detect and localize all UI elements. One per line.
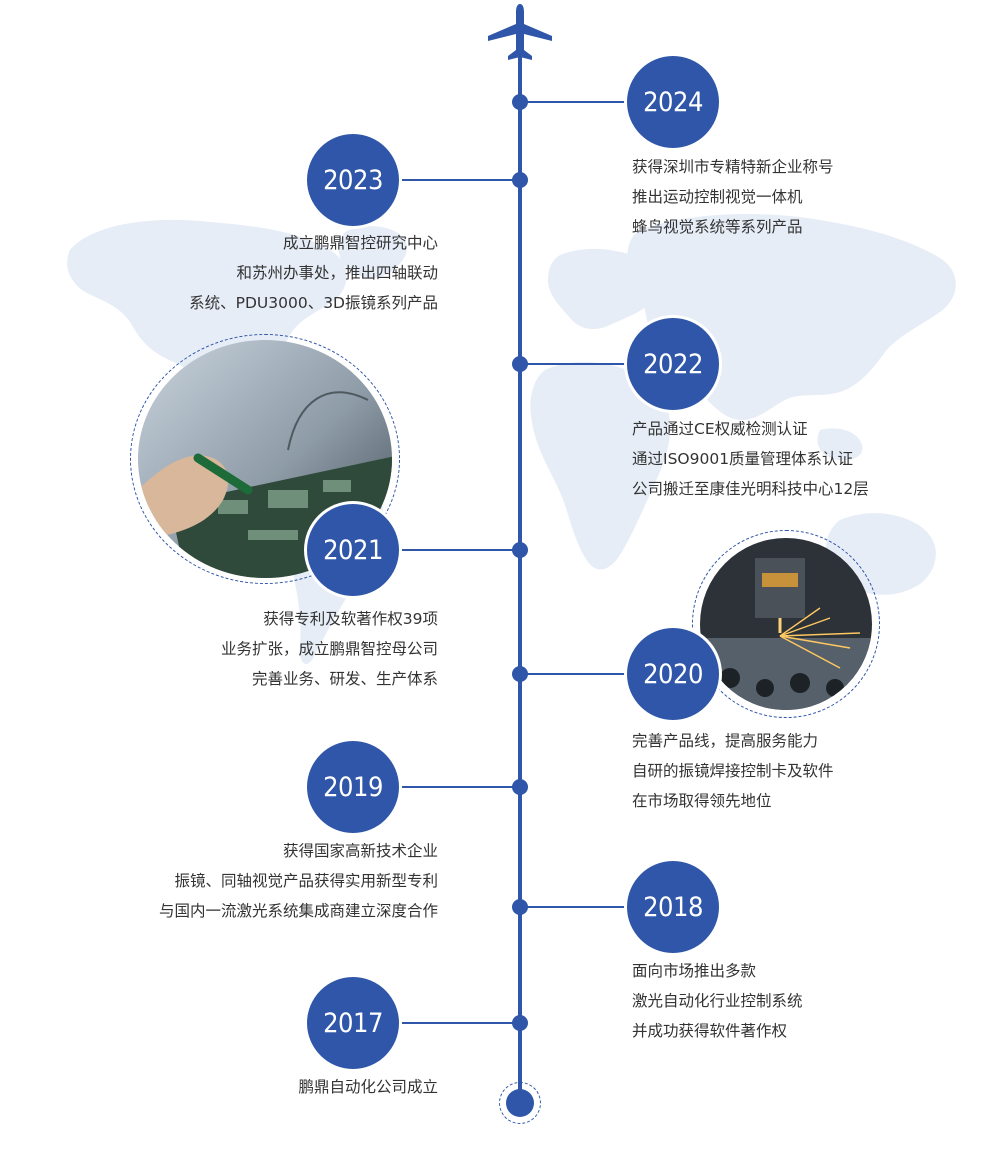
desc-line: 产品通过CE权威检测认证 xyxy=(632,420,808,438)
timeline-dot-2020 xyxy=(512,666,528,682)
connector-2021 xyxy=(380,549,520,551)
timeline-dot-2024 xyxy=(512,94,528,110)
milestone-desc-2021: 获得专利及软著作权39项 业务扩张，成立鹏鼎智控母公司 完善业务、研发、生产体系 xyxy=(221,604,438,694)
desc-line: 和苏州办事处，推出四轴联动 xyxy=(236,264,438,282)
timeline-dot-2023 xyxy=(512,172,528,188)
timeline-dot-2019 xyxy=(512,779,528,795)
year-badge-2019: 2019 xyxy=(307,741,399,833)
desc-line: 振镜、同轴视觉产品获得实用新型专利 xyxy=(174,872,438,890)
desc-line: 通过ISO9001质量管理体系认证 xyxy=(632,450,854,468)
year-badge-2024: 2024 xyxy=(627,56,719,148)
desc-line: 系统、PDU3000、3D振镜系列产品 xyxy=(189,294,438,312)
year-badge-2021: 2021 xyxy=(307,504,399,596)
desc-line: 鹏鼎自动化公司成立 xyxy=(298,1078,438,1096)
milestone-desc-2020: 完善产品线，提高服务能力 自研的振镜焊接控制卡及软件 在市场取得领先地位 xyxy=(632,726,834,816)
connector-2020 xyxy=(520,673,650,675)
timeline-dot-2018 xyxy=(512,899,528,915)
desc-line: 推出运动控制视觉一体机 xyxy=(632,188,803,206)
desc-line: 面向市场推出多款 xyxy=(632,962,757,980)
desc-line: 完善产品线，提高服务能力 xyxy=(632,732,819,750)
milestone-desc-2019: 获得国家高新技术企业 振镜、同轴视觉产品获得实用新型专利 与国内一流激光系统集成… xyxy=(159,836,438,926)
airplane-icon xyxy=(488,4,552,60)
timeline-dot-2022 xyxy=(512,356,528,372)
desc-line: 获得国家高新技术企业 xyxy=(282,842,438,860)
photo-ring-circuit xyxy=(130,334,400,584)
desc-line: 与国内一流激光系统集成商建立深度合作 xyxy=(158,902,438,920)
photo-ring-laser xyxy=(692,530,880,718)
milestone-desc-2024: 获得深圳市专精特新企业称号 推出运动控制视觉一体机 蜂鸟视觉系统等系列产品 xyxy=(632,152,834,242)
desc-line: 自研的振镜焊接控制卡及软件 xyxy=(632,762,834,780)
timeline-axis xyxy=(518,55,522,1100)
milestone-desc-2017: 鹏鼎自动化公司成立 xyxy=(298,1072,438,1102)
timeline-end-dot xyxy=(506,1089,534,1117)
year-badge-2017: 2017 xyxy=(307,977,399,1069)
year-badge-2020: 2020 xyxy=(627,628,719,720)
desc-line: 公司搬迁至康佳光明科技中心12层 xyxy=(632,480,869,498)
desc-line: 蜂鸟视觉系统等系列产品 xyxy=(632,218,803,236)
connector-2018 xyxy=(520,906,650,908)
timeline-end-ring xyxy=(499,1082,541,1124)
year-badge-2022: 2022 xyxy=(627,318,719,410)
connector-2017 xyxy=(380,1022,520,1024)
milestone-desc-2018: 面向市场推出多款 激光自动化行业控制系统 并成功获得软件著作权 xyxy=(632,956,803,1046)
year-badge-2023: 2023 xyxy=(307,134,399,226)
desc-line: 成立鹏鼎智控研究中心 xyxy=(282,234,438,252)
laser-cutting-photo xyxy=(700,538,872,710)
desc-line: 激光自动化行业控制系统 xyxy=(632,992,803,1010)
year-badge-2018: 2018 xyxy=(627,861,719,953)
connector-2023 xyxy=(380,179,520,181)
desc-line: 获得专利及软著作权39项 xyxy=(263,610,438,628)
connector-2022 xyxy=(520,363,650,365)
desc-line: 完善业务、研发、生产体系 xyxy=(251,670,438,688)
connector-2019 xyxy=(380,786,520,788)
connector-2024 xyxy=(520,101,650,103)
milestone-desc-2022: 产品通过CE权威检测认证 通过ISO9001质量管理体系认证 公司搬迁至康佳光明… xyxy=(632,414,869,504)
timeline-dot-2017 xyxy=(512,1015,528,1031)
desc-line: 获得深圳市专精特新企业称号 xyxy=(632,158,834,176)
milestone-desc-2023: 成立鹏鼎智控研究中心 和苏州办事处，推出四轴联动 系统、PDU3000、3D振镜… xyxy=(189,228,438,318)
timeline-dot-2021 xyxy=(512,542,528,558)
desc-line: 在市场取得领先地位 xyxy=(632,792,772,810)
desc-line: 业务扩张，成立鹏鼎智控母公司 xyxy=(220,640,438,658)
desc-line: 并成功获得软件著作权 xyxy=(632,1022,788,1040)
